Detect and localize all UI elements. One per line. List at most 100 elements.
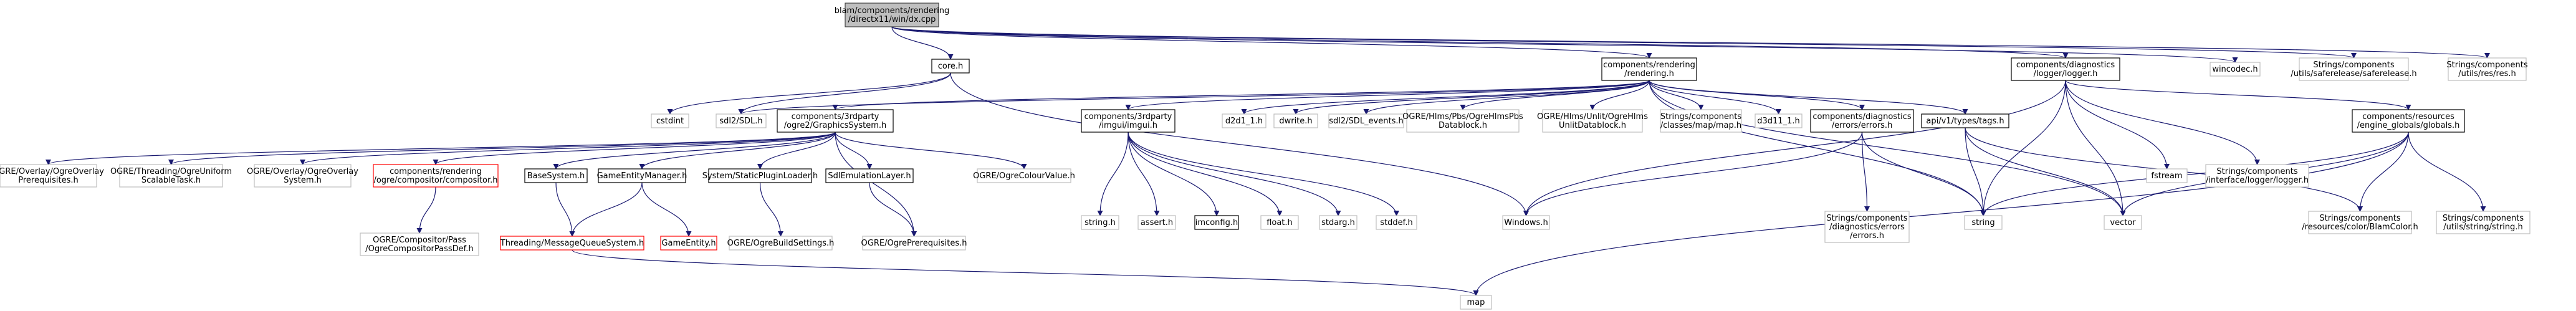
node-label-line: dwrite.h (1279, 117, 1312, 126)
node-box (1376, 215, 1417, 230)
edge-errors-to-windowsh (1523, 132, 1863, 216)
node-windowsh[interactable]: Windows.h (1502, 215, 1550, 230)
edge-rendering-to-imgui (1125, 80, 1650, 110)
node-strmap[interactable]: Strings/components/classes/map/map.h (1660, 109, 1742, 133)
edge-errors-to-string (1861, 132, 1986, 216)
node-label-line: Datablock.h (1439, 121, 1487, 130)
node-map[interactable]: map (1460, 295, 1492, 310)
node-floath[interactable]: float.h (1260, 215, 1299, 230)
edge-ogre2gs-to-basesystem (553, 132, 836, 170)
node-root[interactable]: blam/components/rendering/directx11/win/… (835, 2, 950, 27)
node-colourvalue[interactable]: OGRE/OgreColourValue.h (973, 168, 1075, 183)
node-label-line: wincodec.h (2212, 65, 2258, 74)
node-label-line: sdl2/SDL.h (719, 117, 762, 126)
node-label-line: UnlitDatablock.h (1559, 121, 1626, 130)
edge-logger-to-strlogger (2065, 80, 2260, 165)
node-label-line: OGRE/Overlay/OgreOverlay (247, 167, 358, 176)
node-blamcolor[interactable]: Strings/components/resources/color/BlamC… (2302, 211, 2418, 234)
node-strstring[interactable]: Strings/components/utils/string/string.h (2436, 211, 2531, 234)
node-box (931, 59, 970, 74)
node-label-line: components/diagnostics (2016, 60, 2115, 70)
node-basesystem[interactable]: BaseSystem.h (524, 168, 588, 183)
node-stddefh[interactable]: stddef.h (1376, 215, 1417, 230)
node-strlogger[interactable]: Strings/components/interface/logger/logg… (2205, 164, 2309, 188)
edge-rendering-to-vector (1649, 80, 2126, 216)
node-string[interactable]: string (1964, 215, 2003, 230)
node-gem[interactable]: GameEntityManager.h (597, 168, 687, 183)
node-d2d1[interactable]: d2d1_1.h (1222, 113, 1266, 128)
node-stringh[interactable]: string.h (1081, 215, 1119, 230)
node-box (1542, 109, 1643, 133)
node-stdargh[interactable]: stdarg.h (1319, 215, 1357, 230)
node-logger[interactable]: components/diagnostics/logger/logger.h (2011, 57, 2120, 81)
edge-gem-to-gameentity (641, 182, 692, 237)
edge-rendering-to-d3d11 (1649, 80, 1781, 115)
node-buildsettings[interactable]: OGRE/OgreBuildSettings.h (727, 236, 835, 251)
node-layer: blam/components/rendering/directx11/win/… (0, 2, 2531, 310)
node-imconfig[interactable]: imconfig.h (1194, 215, 1239, 230)
node-box (1502, 215, 1550, 230)
node-wincodec[interactable]: wincodec.h (2210, 62, 2261, 77)
node-label-line: stddef.h (1380, 218, 1412, 227)
node-box (1460, 295, 1492, 310)
edge-globals-to-strstring (2408, 132, 2486, 212)
node-saferelease[interactable]: Strings/components/utils/saferelease/saf… (2291, 57, 2417, 81)
edge-errors-to-strerrors (1861, 132, 1870, 212)
node-apitags[interactable]: api/v1/types/tags.h (1921, 113, 2009, 128)
edge-globals-to-map (1473, 132, 2409, 296)
node-box (1810, 109, 1914, 133)
node-asserth[interactable]: assert.h (1137, 215, 1176, 230)
node-sspl[interactable]: System/StaticPluginLoader.h (702, 168, 818, 183)
node-label-line: /errors/errors.h (1832, 121, 1893, 130)
node-ogre2gs[interactable]: components/3rdparty/ogre2/GraphicsSystem… (777, 109, 894, 133)
node-dwrite[interactable]: dwrite.h (1273, 113, 1318, 128)
edge-gem-to-mqs (569, 182, 643, 237)
node-errors[interactable]: components/diagnostics/errors/errors.h (1810, 109, 1914, 133)
edge-root-to-core (891, 26, 954, 60)
node-sdlemul[interactable]: SdlEmulationLayer.h (825, 168, 914, 183)
node-cstdint[interactable]: cstdint (651, 113, 689, 128)
edge-layer (45, 26, 2490, 296)
node-mqs[interactable]: Threading/MessageQueueSystem.h (500, 236, 644, 251)
node-vector[interactable]: vector (2104, 215, 2142, 230)
node-label-line: Strings/components (1826, 214, 1907, 223)
edge-ogre2gs-to-compositor (433, 132, 836, 165)
node-box (373, 164, 499, 188)
node-sdlevents[interactable]: sdl2/SDL_events.h (1328, 113, 1404, 128)
node-label-line: OGRE/OgrePrerequisites.h (861, 239, 967, 248)
node-label-line: core.h (938, 62, 964, 71)
node-rendering[interactable]: components/rendering/rendering.h (1601, 57, 1697, 81)
edge-ogre2gs-to-colourvalue (835, 132, 1027, 170)
node-core[interactable]: core.h (931, 59, 970, 74)
node-sdl2sdl[interactable]: sdl2/SDL.h (716, 113, 767, 128)
edge-imgui-to-stdargh (1128, 132, 1341, 216)
node-d3d11[interactable]: d3d11_1.h (1755, 113, 1803, 128)
node-fstream[interactable]: fstream (2146, 168, 2188, 183)
edge-logger-to-windowsh (1523, 80, 2066, 216)
node-label-line: cstdint (656, 117, 684, 126)
node-label-line: fstream (2151, 171, 2182, 181)
node-globals[interactable]: components/resources/engine_globals/glob… (2352, 109, 2465, 133)
node-box (1194, 215, 1239, 230)
node-box (1260, 215, 1299, 230)
node-strerrors[interactable]: Strings/components/diagnostics/errors/er… (1824, 211, 1910, 243)
node-gameentity[interactable]: GameEntity.h (660, 236, 717, 251)
node-label-line: /engine_globals/globals.h (2357, 121, 2460, 130)
node-box (1755, 113, 1803, 128)
edge-rendering-to-string (1649, 80, 1986, 216)
node-res[interactable]: Strings/components/utils/res/res.h (2446, 57, 2528, 81)
node-label-line: /resources/color/BlamColor.h (2302, 222, 2418, 232)
node-imgui[interactable]: components/3rdparty/imgui/imgui.h (1081, 109, 1175, 133)
node-box (2205, 164, 2309, 188)
edge-compositor-to-comppass (416, 186, 436, 234)
node-label-line: components/rendering (390, 167, 482, 176)
node-comppass[interactable]: OGRE/Compositor/Pass/OgreCompositorPassD… (360, 232, 479, 256)
node-compositor[interactable]: components/rendering/ogre/compositor/com… (373, 164, 499, 188)
node-box (2436, 211, 2531, 234)
node-ogreprereq[interactable]: OGRE/OgrePrerequisites.h (861, 236, 967, 251)
